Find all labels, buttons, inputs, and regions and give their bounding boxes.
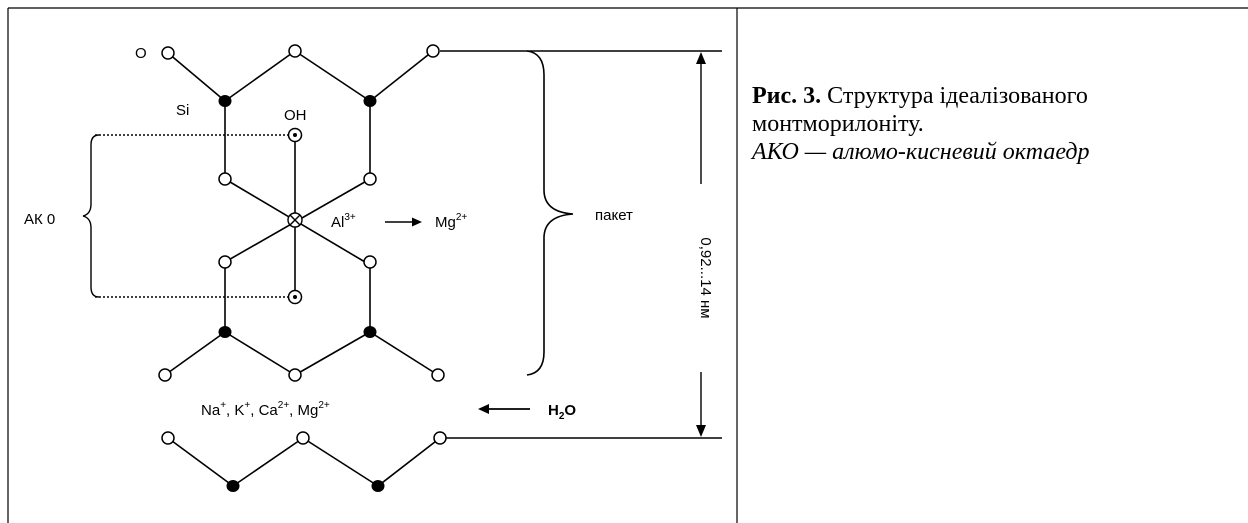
label-o: O [135, 45, 147, 62]
label-interlayer-ions: Na+, K+, Ca2+, Mg2+ [201, 400, 330, 419]
label-oh: OH [284, 107, 307, 124]
caption-title: Структура ідеалізованого монтморилоніту. [752, 83, 1088, 137]
label-ak: АК 0 [24, 211, 55, 228]
label-si: Si [176, 102, 189, 119]
ak-dotted-lines [95, 134, 288, 298]
caption-figure-label: Рис. 3. [752, 83, 822, 109]
oxygen-atoms [158, 44, 447, 445]
silicon-atoms [218, 95, 385, 492]
label-distance: 0,92...14 нм [697, 237, 714, 318]
dimension-lines [440, 50, 722, 439]
label-mg: Mg2+ [435, 212, 467, 231]
figure-caption: Рис. 3. Структура ідеалізованого монтмор… [752, 82, 1242, 166]
label-water: H2O [548, 402, 576, 422]
caption-note: АКО — алюмо-кисневий октаедр [752, 139, 1090, 165]
label-al: Al3+ [331, 212, 356, 231]
dimension-arrowheads [696, 52, 706, 437]
aluminium-atom [287, 212, 303, 228]
figure-frame [7, 7, 1248, 523]
hydroxyl-groups [287, 127, 303, 305]
al-to-mg-arrow [385, 217, 422, 227]
packet-curly-brace [526, 50, 574, 376]
label-packet: пакет [595, 207, 633, 224]
ak-curly-brace [82, 134, 100, 298]
water-arrow [478, 404, 530, 414]
